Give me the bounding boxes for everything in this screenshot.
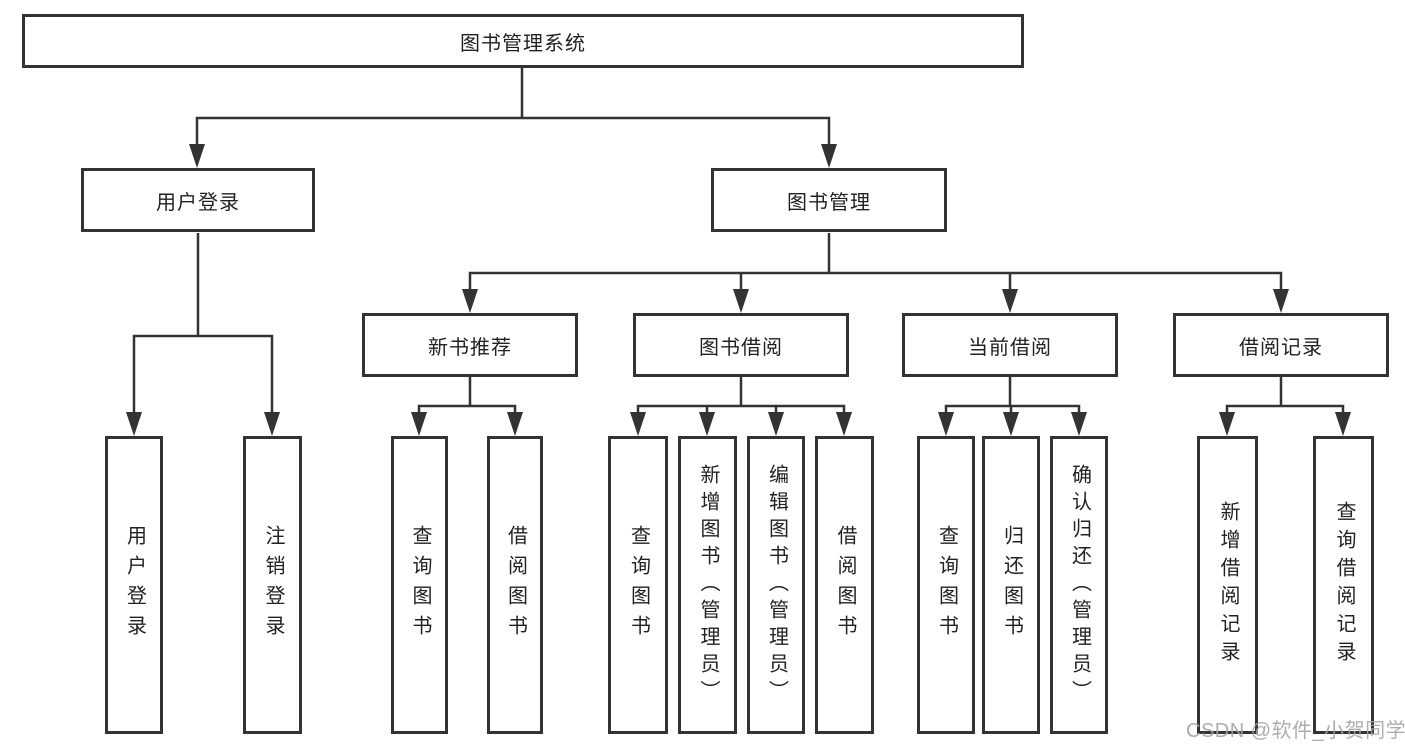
leaf-label: 查询借阅记录 (1333, 501, 1355, 669)
leaf-label: 查询图书 (627, 525, 650, 645)
leaf-label: 查询图书 (409, 525, 431, 645)
leaf-label: 查询图书 (935, 525, 958, 645)
node-borrow-records: 借阅记录 (1173, 313, 1389, 377)
node-user-login: 用户登录 (81, 168, 315, 232)
node-label: 图书管理系统 (460, 32, 586, 55)
leaf-return-book: 归还图书 (982, 436, 1040, 734)
leaf-label: 借阅图书 (834, 525, 856, 645)
leaf-label: 新增图书（管理员） (697, 463, 719, 707)
node-label: 当前借阅 (968, 336, 1052, 359)
node-book-management-system: 图书管理系统 (22, 14, 1024, 68)
node-new-book-recommend: 新书推荐 (362, 313, 578, 377)
leaf-borrow-books: 借阅图书 (815, 436, 874, 734)
leaf-edit-book-admin: 编辑图书（管理员） (747, 436, 805, 734)
leaf-label: 编辑图书（管理员） (765, 463, 788, 707)
leaf-label: 新增借阅记录 (1217, 501, 1239, 669)
leaf-user-login: 用户登录 (105, 436, 163, 734)
node-label: 新书推荐 (428, 336, 512, 359)
leaf-query-borrow-record: 查询借阅记录 (1313, 436, 1374, 734)
leaf-label: 确认归还（管理员） (1068, 463, 1091, 707)
leaf-label: 用户登录 (123, 525, 146, 645)
leaf-confirm-return-admin: 确认归还（管理员） (1050, 436, 1108, 734)
leaf-label: 注销登录 (262, 525, 284, 645)
leaf-borrow-books-recommend: 借阅图书 (487, 436, 543, 734)
node-label: 图书管理 (787, 191, 871, 214)
leaf-query-books-recommend: 查询图书 (391, 436, 448, 734)
leaf-add-borrow-record: 新增借阅记录 (1197, 436, 1258, 734)
node-book-management: 图书管理 (711, 168, 947, 232)
node-label: 图书借阅 (699, 336, 783, 359)
node-current-borrow: 当前借阅 (902, 313, 1118, 377)
leaf-label: 借阅图书 (504, 525, 527, 645)
node-book-borrow: 图书借阅 (633, 313, 849, 377)
leaf-label: 归还图书 (1000, 525, 1023, 645)
leaf-add-book-admin: 新增图书（管理员） (678, 436, 737, 734)
leaf-query-books-borrow: 查询图书 (608, 436, 668, 734)
node-label: 借阅记录 (1239, 336, 1323, 359)
leaf-logout: 注销登录 (243, 436, 302, 734)
node-label: 用户登录 (156, 191, 240, 214)
leaf-query-books-current: 查询图书 (917, 436, 975, 734)
csdn-watermark: CSDN @软件_小贺同学 (1186, 720, 1405, 742)
